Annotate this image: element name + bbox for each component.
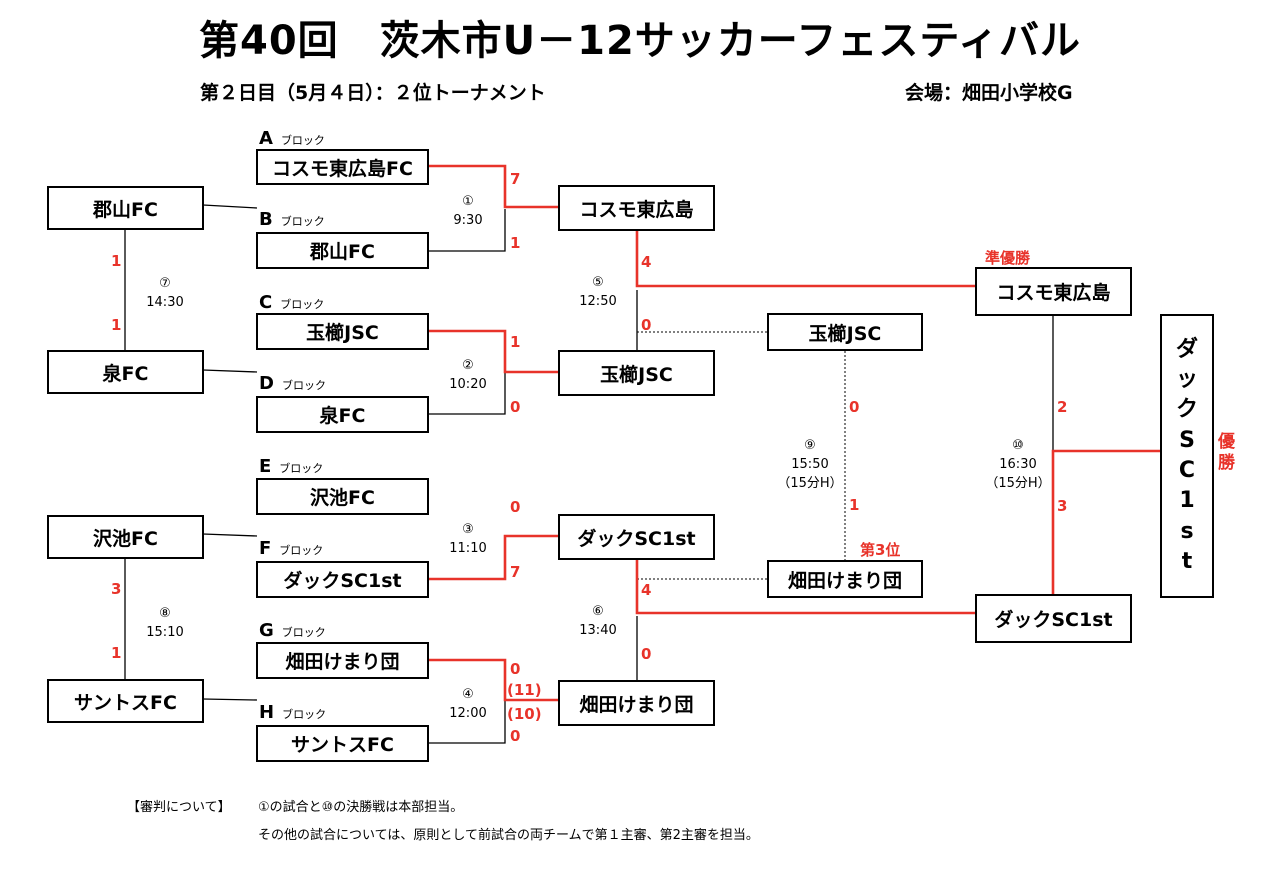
team-box-b: 郡山FC [256, 232, 429, 269]
champion-char: 1 [1179, 488, 1195, 514]
team-box-a: コスモ東広島FC [256, 149, 429, 185]
champion-char: t [1181, 549, 1193, 575]
score: 1 [849, 496, 860, 514]
score: 4 [641, 581, 652, 599]
runner-up-label: 準優勝 [985, 249, 1031, 267]
round2-team-box: ダックSC1st [558, 514, 715, 560]
round2-team-box: 玉櫛JSC [558, 350, 715, 396]
third-place-label: 第3位 [860, 541, 901, 559]
score: 0 [849, 398, 860, 416]
team-box-h: サントスFC [256, 725, 429, 762]
round2-team-box: コスモ東広島 [558, 185, 715, 231]
referee-note-line1: ①の試合と⑩の決勝戦は本部担当。 [258, 800, 464, 815]
champion-char: C [1178, 458, 1196, 483]
champion-label: 優勝 [1218, 432, 1235, 473]
page-title: 第40回 茨木市U－12サッカーフェスティバル [198, 18, 1081, 64]
score: 2 [1057, 398, 1068, 416]
champion-box: ダ ッ ク S C 1 s t [1160, 314, 1214, 598]
score: 1 [510, 234, 521, 252]
score: 0 [641, 645, 652, 663]
final-team-box: ダックSC1st [975, 594, 1132, 643]
score: 7 [510, 563, 521, 581]
score: 1 [510, 333, 521, 351]
score: 3 [111, 580, 122, 598]
referee-note-label: 【審判について】 [127, 800, 231, 815]
third-place-team-box: 玉櫛JSC [767, 313, 923, 351]
score: 0 [510, 660, 521, 678]
score: 0 [510, 498, 521, 516]
team-box-g: 畑田けまり団 [256, 642, 429, 679]
venue: 会場：畑田小学校G [905, 82, 1073, 104]
team-box-e: 沢池FC [256, 478, 429, 515]
score: 7 [510, 170, 521, 188]
champion-char: s [1180, 518, 1194, 544]
team-box-f: ダックSC1st [256, 561, 429, 598]
champion-char: ク [1175, 397, 1198, 423]
champion-char: ダ [1175, 336, 1198, 362]
team-box-c: 玉櫛JSC [256, 313, 429, 350]
round2-team-box: 畑田けまり団 [558, 680, 715, 726]
subtitle: 第２日目（5月４日）：２位トーナメント [200, 82, 546, 104]
score: 1 [111, 316, 122, 334]
score: 0 [641, 316, 652, 334]
left-team-box: 郡山FC [47, 186, 204, 230]
champion-char: ッ [1175, 366, 1198, 392]
champion-char: S [1179, 427, 1195, 453]
left-team-box: サントスFC [47, 679, 204, 723]
score: 1 [111, 252, 122, 270]
pk-score: (11) [507, 681, 542, 699]
score: 0 [510, 727, 521, 745]
referee-note-line2: その他の試合については、原則として前試合の両チームで第１主審、第2主審を担当。 [258, 828, 759, 843]
left-team-box: 泉FC [47, 350, 204, 394]
pk-score: (10) [507, 705, 542, 723]
score: 3 [1057, 497, 1068, 515]
score: 4 [641, 253, 652, 271]
score: 1 [111, 644, 122, 662]
third-place-team-box: 畑田けまり団 [767, 560, 923, 598]
final-team-box: コスモ東広島 [975, 267, 1132, 316]
left-team-box: 沢池FC [47, 515, 204, 559]
score: 0 [510, 398, 521, 416]
team-box-d: 泉FC [256, 396, 429, 433]
